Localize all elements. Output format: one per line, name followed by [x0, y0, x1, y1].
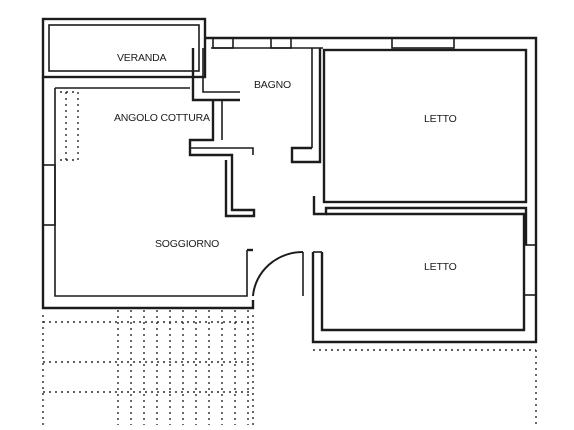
label-letto-1: LETTO: [424, 113, 457, 125]
kitchen-walls: [188, 100, 256, 218]
bathroom-walls: [191, 48, 322, 164]
terrace-grid: [42, 310, 537, 425]
entrance-door: [247, 248, 304, 297]
bedroom-2-walls: [313, 212, 526, 332]
label-letto-2: LETTO: [424, 261, 457, 273]
veranda-room: [41, 17, 207, 79]
label-veranda: VERANDA: [117, 52, 167, 64]
label-bagno: BAGNO: [254, 79, 291, 91]
kitchen-counter: [60, 91, 79, 161]
bedroom-1-walls: [312, 48, 528, 245]
label-angolo-cottura: ANGOLO COTTURA: [114, 112, 210, 124]
label-soggiorno: SOGGIORNO: [155, 238, 219, 250]
outer-walls: [41, 36, 538, 344]
